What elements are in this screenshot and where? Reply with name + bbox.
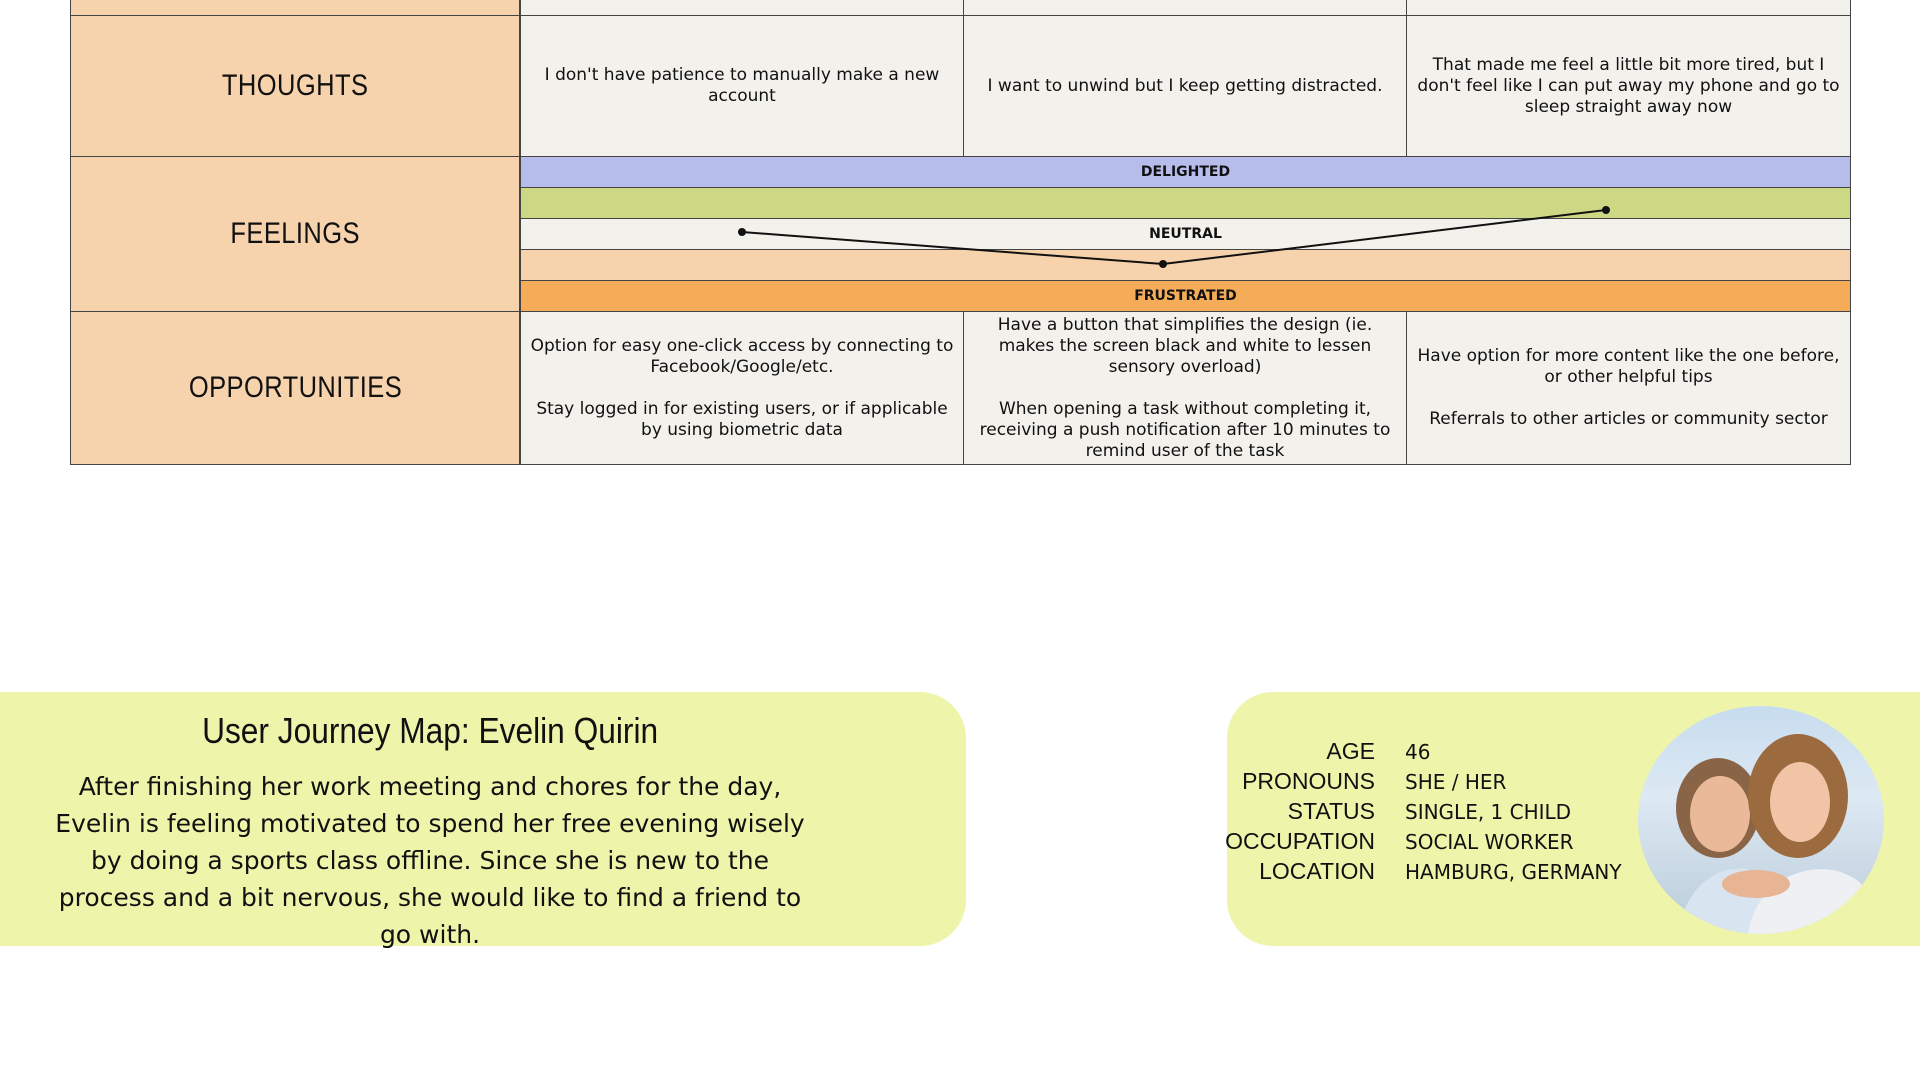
band-delighted: DELIGHTED — [520, 156, 1851, 188]
profile-value-pronouns: SHE / HER — [1405, 770, 1507, 794]
opportunity-3a: Have option for more content like the on… — [1417, 346, 1840, 387]
story-card: User Journey Map: Evelin Quirin After fi… — [0, 692, 966, 949]
opportunity-2a: Have a button that simplifies the design… — [997, 314, 1373, 377]
feeling-point-1 — [738, 228, 746, 236]
feelings-line — [741, 209, 1607, 266]
profile-value-location: HAMBURG, GERMANY — [1405, 860, 1622, 884]
opportunity-1a: Option for easy one-click access by conn… — [530, 335, 954, 377]
previous-row-cell-2 — [963, 0, 1407, 16]
thoughts-cell-1: I don't have patience to manually make a… — [520, 15, 964, 157]
profile-value-occupation: SOCIAL WORKER — [1405, 830, 1574, 854]
profile-value-status: SINGLE, 1 CHILD — [1405, 800, 1572, 824]
feelings-line-chart — [738, 206, 1610, 268]
persona-photo — [1638, 706, 1884, 934]
profile-key-pronouns: PRONOUNS — [1242, 768, 1375, 794]
opportunity-2b: When opening a task without completing i… — [979, 398, 1391, 461]
profile-card: AGE 46 PRONOUNS SHE / HER STATUS SINGLE,… — [1225, 692, 1920, 946]
opportunities-cell-2: Have a button that simplifies the design… — [963, 311, 1407, 465]
profile-key-age: AGE — [1326, 738, 1375, 764]
profile-key-occupation: OCCUPATION — [1225, 828, 1375, 854]
opportunity-3b: Referrals to other articles or community… — [1429, 409, 1828, 429]
thoughts-label: THOUGHTS — [70, 15, 520, 157]
opportunity-1b: Stay logged in for existing users, or if… — [536, 398, 948, 440]
feeling-point-3 — [1602, 206, 1610, 214]
thoughts-cell-3: That made me feel a little bit more tire… — [1406, 15, 1851, 157]
persona-photo-illustration — [1676, 734, 1884, 934]
opportunities-label: OPPORTUNITIES — [70, 311, 520, 465]
profile-key-location: LOCATION — [1259, 858, 1375, 884]
journey-map-grid: THOUGHTS I don't have patience to manual… — [70, 0, 1851, 465]
previous-row-label — [70, 0, 520, 16]
profile-value-age: 46 — [1405, 740, 1431, 764]
previous-row-cell-1 — [520, 0, 964, 16]
profile-key-status: STATUS — [1287, 798, 1375, 824]
feeling-point-2 — [1159, 260, 1167, 268]
story-text: After finishing her work meeting and cho… — [55, 772, 805, 949]
story-title: User Journey Map: Evelin Quirin — [201, 710, 659, 751]
opportunities-cell-1: Option for easy one-click access by conn… — [520, 311, 964, 465]
thoughts-cell-2: I want to unwind but I keep getting dist… — [963, 15, 1407, 157]
previous-row-cell-3 — [1406, 0, 1851, 16]
feelings-label: FEELINGS — [70, 156, 520, 312]
opportunities-cell-3: Have option for more content like the on… — [1406, 311, 1851, 465]
